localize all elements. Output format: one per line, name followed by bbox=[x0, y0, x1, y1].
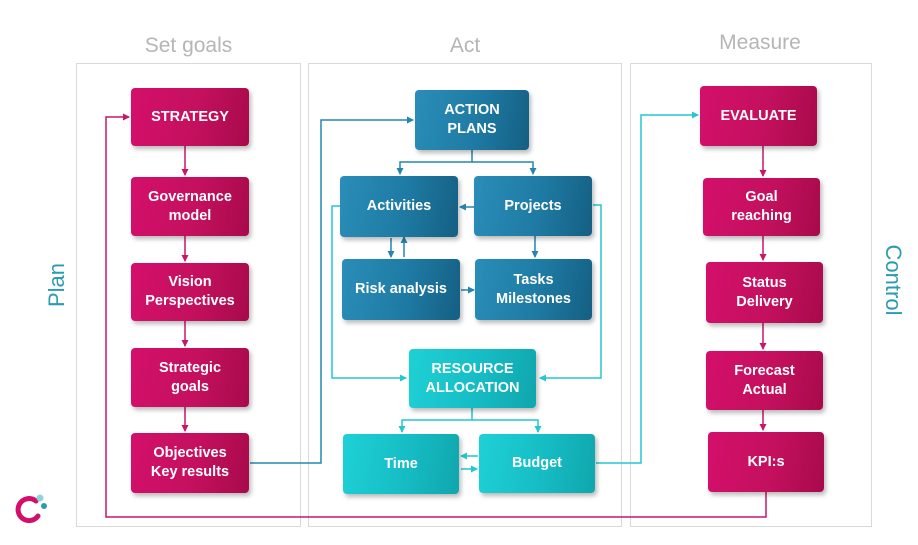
company-logo-icon bbox=[14, 489, 48, 530]
time-box: Time bbox=[343, 434, 459, 494]
act-title: Act bbox=[449, 34, 481, 57]
activities-box: Activities bbox=[340, 176, 458, 237]
risk-analysis-box: Risk analysis bbox=[342, 259, 460, 320]
measure-title: Measure bbox=[719, 31, 801, 54]
set-goals-title: Set goals bbox=[144, 34, 233, 57]
budget-box: Budget bbox=[479, 434, 595, 493]
projects-box: Projects bbox=[474, 176, 592, 236]
resource-allocation-box: RESOURCE ALLOCATION bbox=[409, 349, 536, 408]
strategy-box: STRATEGY bbox=[131, 88, 249, 146]
kpis-box: KPI:s bbox=[708, 432, 824, 492]
forecast-actual-box: Forecast Actual bbox=[706, 351, 823, 410]
governance-model-box: Governance model bbox=[131, 177, 249, 236]
tasks-milestones-box: Tasks Milestones bbox=[475, 259, 592, 320]
action-plans-box: ACTION PLANS bbox=[415, 90, 529, 150]
vision-perspectives-box: Vision Perspectives bbox=[131, 263, 249, 321]
strategic-goals-box: Strategic goals bbox=[131, 348, 249, 407]
goal-reaching-box: Goal reaching bbox=[703, 178, 820, 236]
evaluate-box: EVALUATE bbox=[700, 86, 817, 146]
objectives-key-results-box: Objectives Key results bbox=[131, 433, 249, 493]
status-delivery-box: Status Delivery bbox=[706, 262, 823, 323]
